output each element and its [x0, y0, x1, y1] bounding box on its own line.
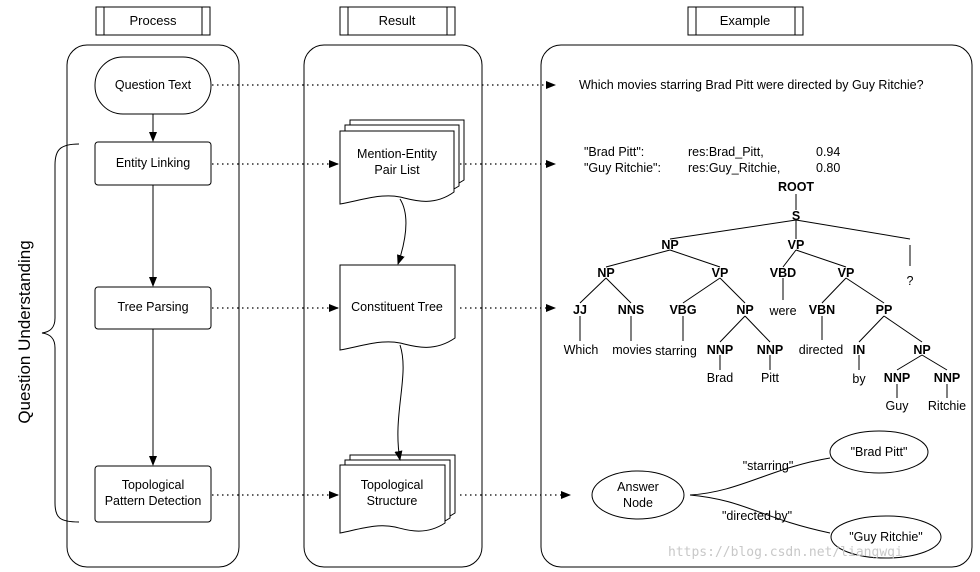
entity-linking-label: Entity Linking: [116, 156, 190, 170]
tree-nns: NNS: [618, 303, 644, 317]
example-column: [540, 44, 973, 568]
tree-vp-3: VP: [838, 266, 855, 280]
tree-word-were: were: [768, 304, 796, 318]
topological-pattern-detection-node: Topological Pattern Detection: [94, 465, 212, 523]
pair-2-entity: res:Guy_Ritchie,: [688, 161, 780, 175]
question-understanding-label: Question Understanding: [15, 240, 34, 423]
graph-edge-label-starring: "starring": [743, 459, 794, 473]
pair-1-entity: res:Brad_Pitt,: [688, 145, 764, 159]
entity-linking-node: Entity Linking: [94, 141, 212, 186]
entity-node-guy-ritchie-label: "Guy Ritchie": [849, 530, 922, 544]
result-header: Result: [339, 6, 456, 36]
topological-structure-doc: Topological Structure: [339, 454, 456, 534]
arrow-pairlist-to-tree: [397, 198, 407, 265]
tree-word-directed: directed: [799, 343, 844, 357]
mention-entity-line1: Mention-Entity: [357, 147, 438, 161]
topological-structure-line2: Structure: [367, 494, 418, 508]
answer-node: Answer Node: [591, 470, 685, 520]
tree-vp-1: VP: [788, 238, 805, 252]
graph-edge-starring: [689, 457, 831, 496]
tree-np-3: NP: [736, 303, 753, 317]
parse-tree-edges: [579, 194, 948, 398]
tree-parsing-label: Tree Parsing: [117, 300, 188, 314]
example-header-label: Example: [720, 13, 771, 28]
result-column: [303, 44, 483, 568]
arrow-tree-to-topo: [394, 344, 404, 461]
topological-pattern-line2: Pattern Detection: [105, 494, 202, 508]
constituent-tree-label: Constituent Tree: [351, 300, 443, 314]
watermark: https://blog.csdn.net/liangwqi: [668, 545, 903, 560]
pair-2-score: 0.80: [816, 161, 840, 175]
tree-word-guy: Guy: [886, 399, 910, 413]
tree-word-pitt: Pitt: [761, 371, 780, 385]
tree-s: S: [792, 209, 800, 223]
example-question: Which movies starring Brad Pitt were dir…: [579, 78, 924, 92]
process-header-label: Process: [130, 13, 177, 28]
process-header: Process: [95, 6, 211, 36]
tree-np-2: NP: [597, 266, 614, 280]
tree-nnp-3: NNP: [884, 371, 910, 385]
mention-entity-pair-list: Mention-Entity Pair List: [339, 119, 465, 205]
tree-word-brad: Brad: [707, 371, 733, 385]
tree-vp-2: VP: [712, 266, 729, 280]
result-header-label: Result: [379, 13, 416, 28]
entity-node-brad-pitt: "Brad Pitt": [829, 430, 929, 474]
tree-vbn: VBN: [809, 303, 835, 317]
entity-node-guy-ritchie: "Guy Ritchie": [830, 515, 942, 559]
mention-entity-line2: Pair List: [374, 163, 420, 177]
tree-word-ritchie: Ritchie: [928, 399, 966, 413]
question-understanding-brace: [41, 143, 80, 523]
tree-vbg: VBG: [669, 303, 696, 317]
tree-word-movies: movies: [612, 343, 652, 357]
topological-structure-line1: Topological: [361, 478, 424, 492]
example-header: Example: [687, 6, 804, 36]
tree-pp: PP: [876, 303, 893, 317]
entity-node-brad-pitt-label: "Brad Pitt": [851, 445, 908, 459]
tree-jj: JJ: [573, 303, 587, 317]
tree-word-starring: starring: [655, 344, 697, 358]
pair-1-score: 0.94: [816, 145, 840, 159]
constituent-tree-doc: Constituent Tree: [339, 264, 456, 351]
pair-2-mention: "Guy Ritchie":: [584, 161, 661, 175]
tree-np-4: NP: [913, 343, 930, 357]
graph-edge-directed-by: [689, 494, 831, 534]
tree-vbd: VBD: [770, 266, 796, 280]
tree-word-which: Which: [564, 343, 599, 357]
graph-edge-label-directed-by: "directed by": [722, 509, 792, 523]
tree-punct: ?: [907, 274, 914, 288]
tree-nnp-1: NNP: [707, 343, 733, 357]
tree-parsing-node: Tree Parsing: [94, 286, 212, 330]
tree-in: IN: [853, 343, 866, 357]
topological-pattern-line1: Topological: [122, 478, 185, 492]
tree-nnp-4: NNP: [934, 371, 960, 385]
question-text-node: Question Text: [94, 56, 212, 115]
tree-np-1: NP: [661, 238, 678, 252]
answer-node-line2: Node: [623, 496, 653, 510]
tree-root: ROOT: [778, 180, 814, 194]
tree-word-by: by: [852, 372, 866, 386]
question-text-label: Question Text: [115, 78, 192, 92]
answer-node-line1: Answer: [617, 480, 659, 494]
process-column: [66, 44, 240, 568]
pair-1-mention: "Brad Pitt":: [584, 145, 644, 159]
tree-nnp-2: NNP: [757, 343, 783, 357]
